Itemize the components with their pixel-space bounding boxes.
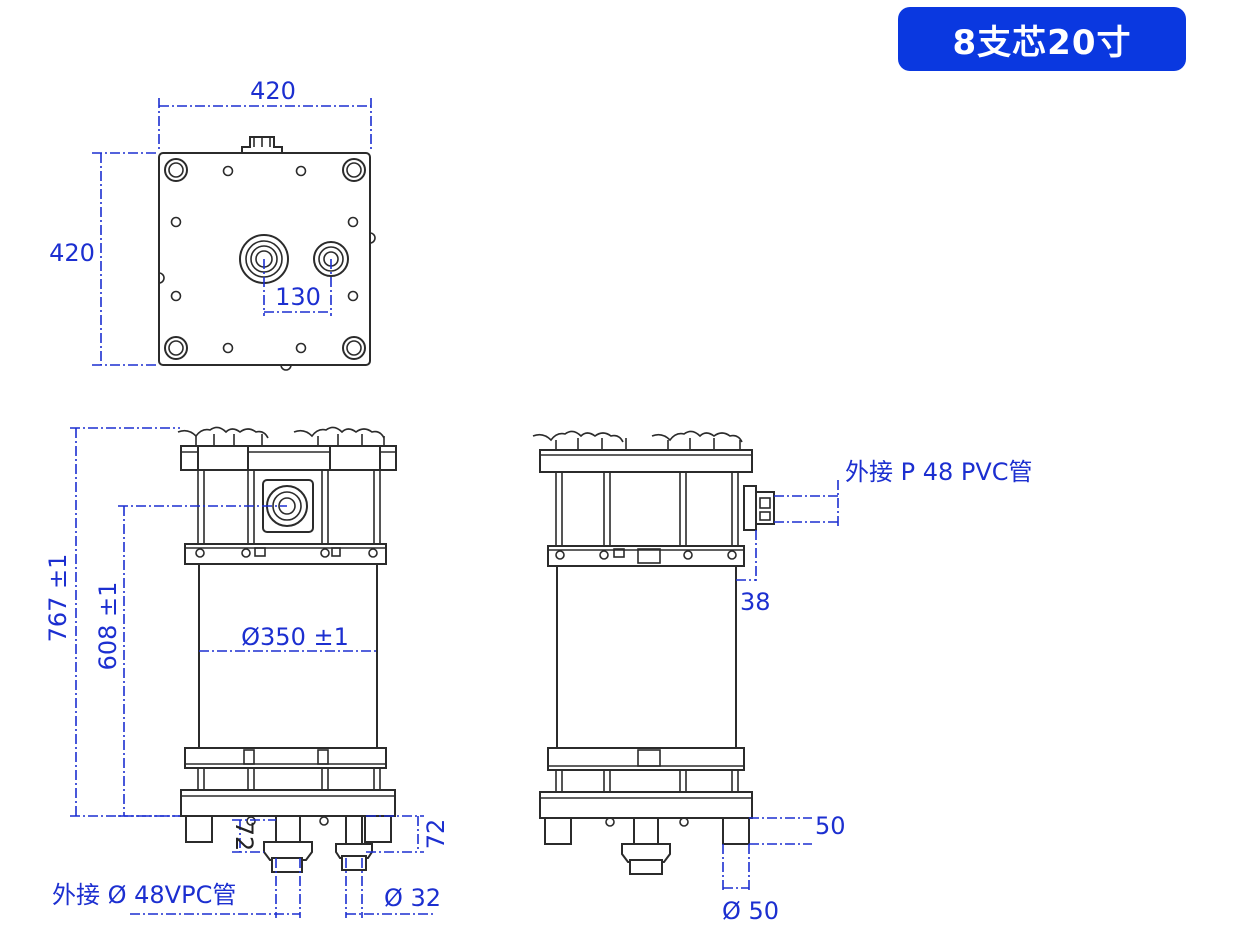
foot-left bbox=[185, 815, 213, 843]
offset-label: 38 bbox=[740, 588, 771, 616]
port-spacing-label: 130 bbox=[275, 283, 321, 311]
foot-right-label: 72 bbox=[422, 819, 450, 850]
base-plate bbox=[180, 789, 396, 817]
port-height-label: 608 ±1 bbox=[94, 582, 122, 671]
side-lower-clamp bbox=[547, 747, 745, 771]
side-foot-left bbox=[544, 817, 572, 845]
side-vessel-body bbox=[556, 565, 737, 749]
side-foot-right bbox=[722, 817, 750, 845]
outlet-label: 外接 Ø 48VPC管 bbox=[52, 881, 236, 909]
side-bottom-fitting bbox=[621, 817, 671, 875]
side-head-band bbox=[539, 449, 753, 473]
side-port bbox=[743, 485, 775, 531]
side-view bbox=[532, 430, 775, 875]
upper-clamp bbox=[184, 543, 387, 565]
front-view bbox=[177, 426, 397, 873]
drain-label: Ø 32 bbox=[384, 884, 441, 912]
top-height-label: 420 bbox=[49, 239, 95, 267]
foot-height-label: 50 bbox=[815, 812, 846, 840]
total-height-label: 767 ±1 bbox=[44, 554, 72, 643]
drain-fitting bbox=[335, 815, 373, 871]
top-width-label: 420 bbox=[250, 77, 296, 105]
vessel-body bbox=[198, 563, 378, 749]
side-base-plate bbox=[539, 791, 753, 819]
foot-right bbox=[364, 815, 392, 843]
foot-left-label: 72 bbox=[230, 821, 258, 852]
top-view bbox=[158, 136, 376, 371]
title-badge: 8支芯20寸 bbox=[898, 7, 1186, 71]
side-port-label: 外接 P 48 PVC管 bbox=[845, 458, 1033, 486]
dimension-lines bbox=[70, 98, 840, 918]
outlet-fitting bbox=[263, 815, 313, 873]
dimension-labels: 420 420 130 767 ±1 608 ±1 Ø350 ±1 72 72 … bbox=[44, 77, 1033, 925]
lower-clamp bbox=[184, 747, 387, 769]
diameter-label: Ø350 ±1 bbox=[241, 623, 349, 651]
foot-diameter-label: Ø 50 bbox=[722, 897, 779, 925]
